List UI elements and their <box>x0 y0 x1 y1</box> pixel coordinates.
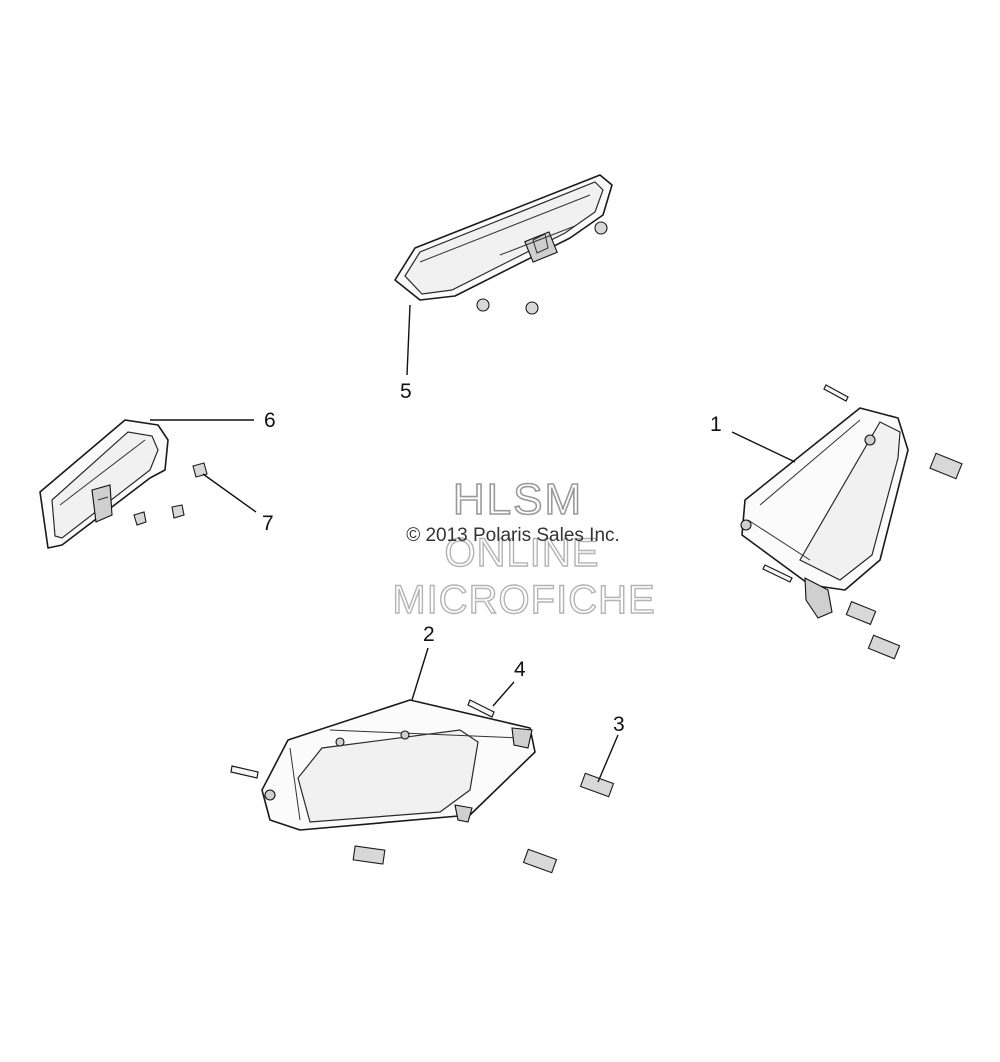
leader-line-5 <box>406 304 411 376</box>
watermark-copyright: © 2013 Polaris Sales Inc. <box>406 525 620 546</box>
callout-6: 6 <box>264 409 276 432</box>
callout-7: 7 <box>262 512 274 535</box>
leader-line-3 <box>597 734 619 783</box>
tail-light-top-part <box>394 174 613 301</box>
leader-line-7 <box>202 473 257 513</box>
screw-part-4 <box>467 699 495 718</box>
callout-4: 4 <box>514 658 526 681</box>
headlight-lower-nuts <box>352 772 615 874</box>
watermark-hlsm: HLSM <box>453 475 583 524</box>
leader-line-4 <box>492 681 515 707</box>
headlight-lower-part <box>230 699 536 831</box>
callout-3: 3 <box>613 713 625 736</box>
tail-light-left-part <box>39 419 169 549</box>
headlight-right-part <box>740 384 909 619</box>
leader-line-2 <box>411 647 429 701</box>
watermark-online: ONLINE <box>445 531 600 575</box>
tail-light-left-clips <box>133 504 185 526</box>
watermark-microfiche: MICROFICHE <box>392 578 655 622</box>
callout-2: 2 <box>423 623 435 646</box>
leader-line-1 <box>731 431 796 463</box>
callout-1: 1 <box>710 413 722 436</box>
headlight-right-nuts <box>845 452 963 660</box>
callout-5: 5 <box>400 380 412 403</box>
tail-light-top-nuts <box>476 221 608 315</box>
